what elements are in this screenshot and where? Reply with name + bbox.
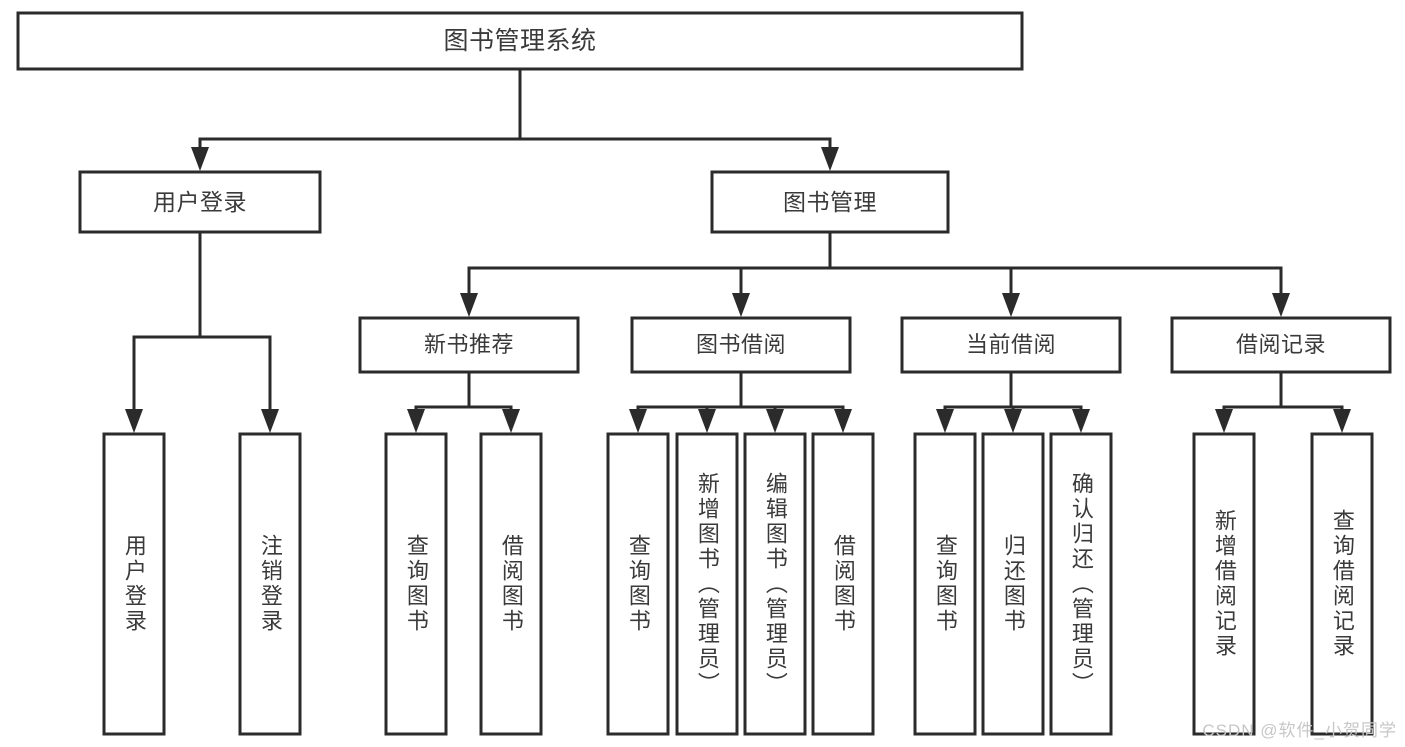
node-box-book-manage[interactable] (710, 170, 950, 234)
arrow-head-icon (125, 409, 143, 433)
arrow-head-icon (502, 409, 520, 433)
node-box-leaf-confirm-return[interactable] (1049, 432, 1113, 736)
node-box-leaf-return-book[interactable] (981, 432, 1045, 736)
node-box-leaf-add-record[interactable] (1192, 432, 1256, 736)
node-box-leaf-user-logout[interactable] (238, 432, 302, 736)
arrow-head-icon (261, 409, 279, 433)
node-box-leaf-add-book[interactable] (675, 432, 739, 736)
arrow-head-icon (1004, 409, 1022, 433)
node-box-leaf-edit-book[interactable] (743, 432, 807, 736)
node-box-leaf-borrow-book-2[interactable] (811, 432, 875, 736)
node-box-user-login[interactable] (78, 170, 322, 234)
node-box-leaf-query-book-2[interactable] (606, 432, 670, 736)
arrow-head-icon (1215, 409, 1233, 433)
arrow-head-icon (1272, 293, 1290, 317)
arrow-head-icon (629, 409, 647, 433)
node-box-root[interactable] (16, 11, 1024, 71)
node-box-new-book-rec[interactable] (358, 316, 580, 374)
arrow-head-icon (766, 409, 784, 433)
arrow-head-icon (191, 147, 209, 171)
node-box-leaf-query-book-3[interactable] (913, 432, 977, 736)
arrow-head-icon (936, 409, 954, 433)
arrow-head-icon (1072, 409, 1090, 433)
arrow-head-icon (834, 409, 852, 433)
arrow-head-icon (1333, 409, 1351, 433)
node-box-leaf-query-record[interactable] (1310, 432, 1374, 736)
node-box-book-borrow[interactable] (630, 316, 852, 374)
arrow-head-icon (698, 409, 716, 433)
connector-layer (125, 67, 1351, 433)
node-box-current-borrow[interactable] (900, 316, 1122, 374)
node-box-borrow-record[interactable] (1170, 316, 1392, 374)
arrow-head-icon (1002, 293, 1020, 317)
node-box-leaf-borrow-book-1[interactable] (479, 432, 543, 736)
node-box-layer (16, 11, 1392, 736)
arrow-head-icon (460, 293, 478, 317)
arrow-head-icon (407, 409, 425, 433)
arrow-head-icon (732, 293, 750, 317)
node-box-leaf-user-login[interactable] (102, 432, 166, 736)
node-box-leaf-query-book-1[interactable] (384, 432, 448, 736)
arrow-head-icon (821, 147, 839, 171)
